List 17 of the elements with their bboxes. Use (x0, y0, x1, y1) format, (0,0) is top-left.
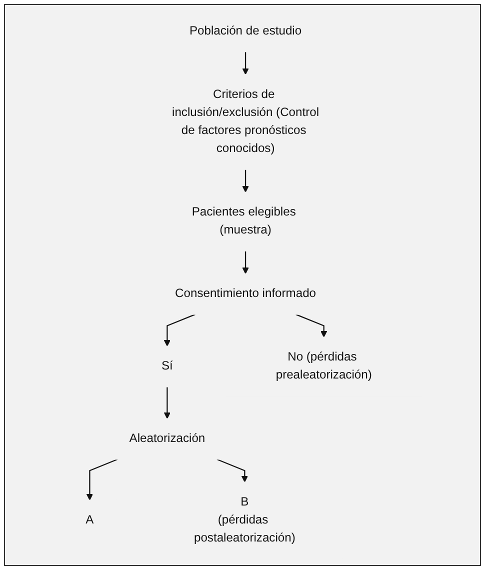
arrow (86, 458, 118, 500)
arrow (216, 458, 248, 482)
node-text: Pacientes elegibles (muestra) (192, 206, 296, 237)
node-text: Criterios de inclusión/exclusión (Control de factores pronósticos conocidos) (172, 88, 320, 156)
node-text: Consentimiento informado (175, 287, 316, 300)
arrow (242, 170, 249, 192)
node-text: No (pérdidas prealeatorización) (276, 350, 372, 382)
arrow (296, 314, 328, 338)
arrow (164, 386, 171, 419)
node-text: B (pérdidas postaleatorización) (194, 496, 296, 545)
arrow (242, 251, 249, 274)
node-text: Sí (161, 360, 173, 373)
arrow (164, 314, 196, 346)
arrow (242, 52, 249, 75)
node-text: Población de estudio (189, 24, 302, 38)
node-text: A (86, 514, 94, 527)
node-text: Aleatorización (129, 432, 206, 445)
